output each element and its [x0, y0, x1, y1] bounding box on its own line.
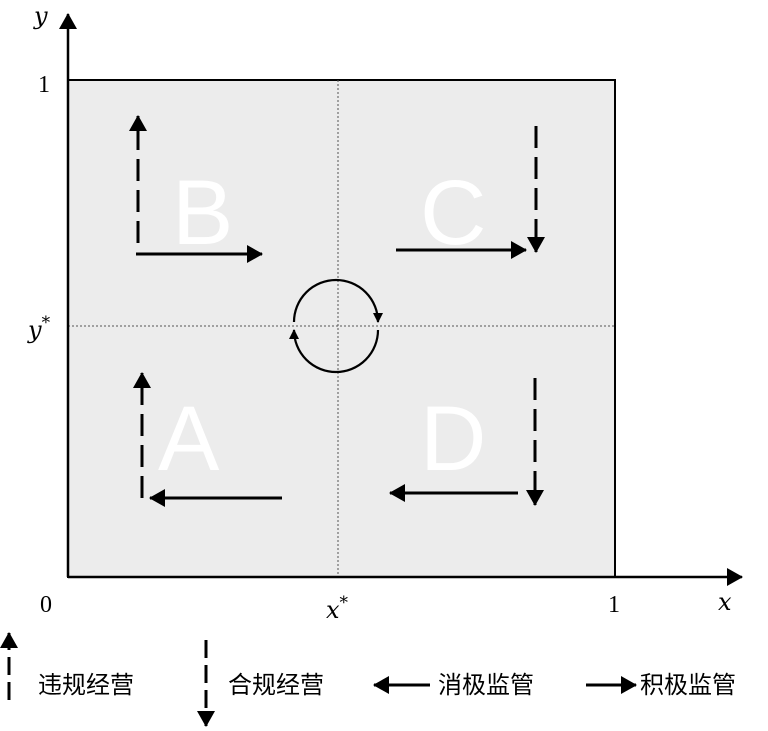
- y-max-label: 1: [38, 72, 50, 98]
- region-a-label: A: [158, 388, 220, 490]
- cycle-arrow-right: [292, 278, 383, 323]
- region-b-label: B: [172, 162, 233, 264]
- legend-active-label: 积极监管: [640, 671, 736, 699]
- legend-passive-label: 消极监管: [438, 671, 534, 699]
- x-max-label: 1: [608, 592, 620, 618]
- legend-compliance-label: 合规经营: [228, 671, 324, 699]
- y-axis-label: y: [33, 2, 48, 30]
- x-equilibrium-label: x*: [326, 593, 349, 624]
- x-axis-label: x: [718, 588, 732, 616]
- cycle-arrow-left: [289, 329, 380, 374]
- origin-label: 0: [40, 592, 52, 618]
- legend-violation-label: 违规经营: [38, 671, 134, 699]
- legend: 违规经营 合规经营 消极监管 积极监管: [0, 632, 736, 727]
- y-equilibrium-label: y*: [27, 313, 51, 344]
- region-c-label: C: [420, 162, 486, 264]
- region-d-label: D: [420, 388, 486, 490]
- plot-area: [67, 79, 616, 578]
